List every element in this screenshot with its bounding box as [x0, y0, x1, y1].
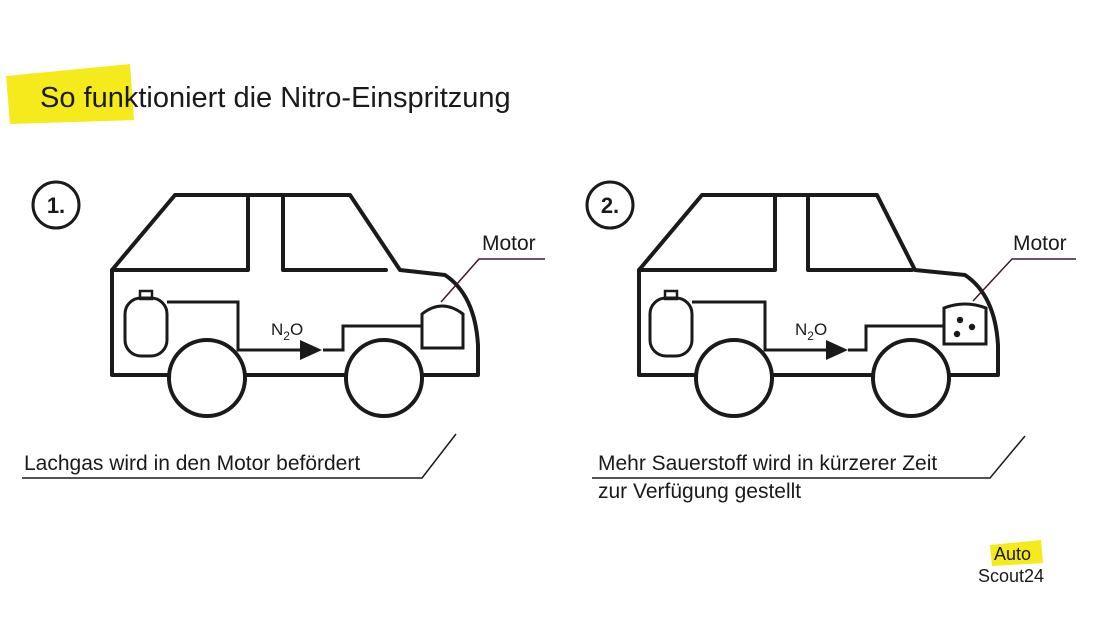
gas-pipe: [167, 300, 421, 352]
front-wheel: [344, 338, 424, 418]
caption: Lachgas wird in den Motor befördert: [24, 452, 360, 475]
caption-line-2: zur Verfügung gestellt: [598, 480, 801, 503]
motor-label: Motor: [482, 232, 536, 255]
title-highlight: [6, 64, 134, 124]
rear-wheel: [694, 338, 774, 418]
logo-line-2: Scout24: [978, 566, 1044, 586]
motor-leader-line: [440, 258, 545, 303]
car-body: [110, 193, 480, 377]
autoscout24-logo: Auto Scout24: [978, 540, 1044, 586]
panel-1: 1. N2O Motor Lachgas wird in den Motor b…: [22, 180, 545, 479]
nitro-bottle-icon: [648, 289, 694, 358]
gas-pipe: [692, 300, 943, 352]
engine-icon: [420, 304, 465, 350]
gas-formula: N2O: [795, 320, 827, 343]
step-number: 2.: [601, 193, 619, 218]
logo-line-1: Auto: [994, 544, 1031, 564]
car-window-frame: [637, 193, 914, 272]
rear-wheel: [167, 338, 247, 418]
flow-arrow-icon: [300, 340, 322, 360]
car-body: [637, 193, 1000, 377]
logo-highlight: [990, 540, 1043, 566]
caption-line-1: Mehr Sauerstoff wird in kürzerer Zeit: [598, 452, 937, 475]
engine-icon: [942, 302, 988, 346]
motor-label: Motor: [1013, 232, 1067, 255]
caption-underline: [22, 433, 457, 479]
nitro-bottle-icon: [123, 289, 169, 358]
panel-2: 2. N2O Motor Mehr Sauerstoff wi: [585, 180, 1076, 503]
flow-arrow-icon: [826, 340, 848, 360]
step-number: 1.: [47, 193, 65, 218]
caption-underline: [592, 435, 1026, 479]
car-window-frame: [110, 193, 388, 272]
page-title: So funktioniert die Nitro-Einspritzung: [40, 82, 511, 114]
motor-leader-line: [972, 258, 1076, 302]
step-number-circle: [31, 180, 81, 230]
step-number-circle: [585, 180, 635, 230]
gas-formula: N2O: [271, 320, 303, 343]
front-wheel: [871, 338, 951, 418]
